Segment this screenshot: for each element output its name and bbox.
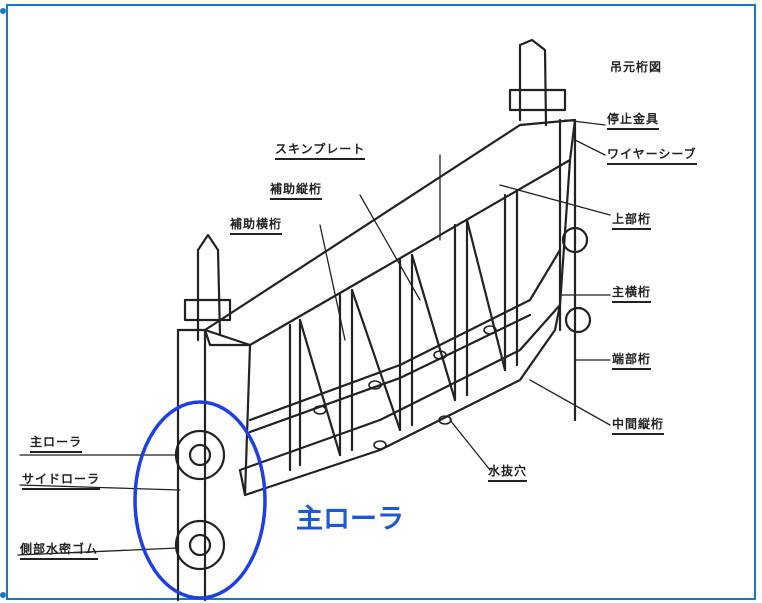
label-side-watertight-rubber: 側部水密ゴム [20,540,99,560]
label-main-roller: 主ローラ [30,433,83,453]
left-hoist-lug [196,233,222,342]
label-main-girder: 主横桁 [612,283,652,303]
highlight-ellipse [133,400,267,600]
label-side-roller: サイドローラ [22,470,101,490]
frame-corner-marker [0,8,6,14]
vertical-stiffeners [288,188,519,472]
label-upper-girder: 上部桁 [612,210,652,230]
middle-girder [248,248,562,422]
label-hoist: 吊元桁図 [610,60,663,74]
frame-corner-marker [0,592,6,598]
drain-holes [313,325,497,450]
right-hoist-lug [518,38,548,127]
label-drain-hole: 水抜穴 [488,462,528,482]
label-aux-vertical-girder: 補助縦桁 [270,180,323,200]
label-end-girder: 端部桁 [612,350,652,370]
upper-beam [203,118,577,347]
main-rollers [174,429,226,571]
label-stop-fitting: 停止金具 [607,110,660,130]
label-skin-plate: スキンプレート [275,140,366,160]
lower-girder [238,303,562,497]
highlight-caption: 主ローラ [292,497,408,536]
label-aux-horizontal-girder: 補助横桁 [230,215,283,235]
label-middle-vertical-girder: 中間縦桁 [612,415,665,435]
label-wire-sheave: ワイヤーシーブ [607,145,697,165]
